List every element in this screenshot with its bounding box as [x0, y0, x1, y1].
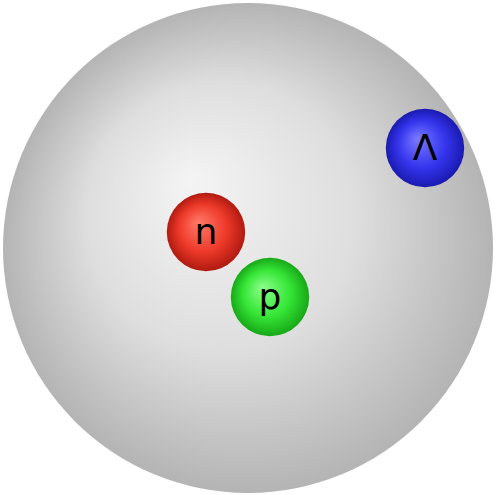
lambda-hyperon-sphere: Λ — [385, 108, 465, 188]
neutron-sphere: n — [166, 192, 246, 272]
sphere-fill — [231, 258, 309, 336]
sphere-fill — [386, 109, 464, 187]
nucleus-outline — [3, 3, 493, 493]
particle-symbol: Λ — [385, 108, 465, 188]
sphere-fill — [167, 193, 245, 271]
particle-symbol: p — [230, 257, 310, 337]
proton-sphere: p — [230, 257, 310, 337]
particle-symbol: n — [166, 192, 246, 272]
